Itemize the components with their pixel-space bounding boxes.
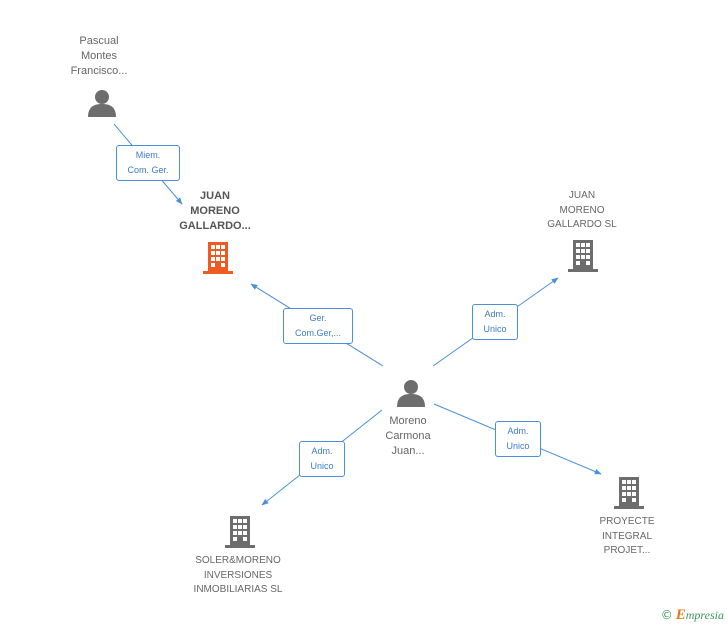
- person-icon[interactable]: [87, 89, 117, 117]
- edge-label-moreno-to-sl[interactable]: Adm. Unico: [472, 304, 518, 340]
- edge-label-line1: Adm.: [507, 426, 529, 436]
- node-label-line2: MORENO: [559, 204, 605, 216]
- edge-label-moreno-to-proyecte[interactable]: Adm. Unico: [495, 421, 541, 457]
- node-label-line1: JUAN: [200, 190, 230, 202]
- node-label-soler-moreno[interactable]: SOLER&MORENO INVERSIONES INMOBILIARIAS S…: [194, 554, 283, 598]
- empresia-logo[interactable]: ©Empresia: [661, 607, 724, 624]
- node-label-line2: Montes: [80, 50, 118, 62]
- node-label-line3: PROJET...: [603, 545, 651, 556]
- node-label-line1: Pascual: [79, 35, 119, 47]
- copyright-symbol: ©: [660, 608, 673, 622]
- node-label-line2: Carmona: [385, 430, 431, 442]
- node-label-pascual[interactable]: Pascual Montes Francisco...: [71, 34, 128, 79]
- node-label-line2: INTEGRAL: [601, 530, 653, 542]
- edge-label-line1: Miem.: [135, 150, 161, 160]
- node-label-line3: GALLARDO SL: [547, 219, 617, 230]
- person-icon[interactable]: [396, 379, 426, 407]
- edge-label-line1: Adm.: [311, 446, 333, 456]
- node-label-moreno-carmona[interactable]: Moreno Carmona Juan...: [385, 414, 430, 459]
- edge-label-pascual-to-focus[interactable]: Miem. Com. Ger.: [116, 145, 180, 181]
- node-label-line1: Moreno: [389, 415, 427, 427]
- building-icon[interactable]: [225, 516, 255, 548]
- edge-label-line2: Unico: [506, 441, 530, 451]
- edge-label-line1: Adm.: [484, 309, 506, 319]
- edge-label-line2: Unico: [310, 461, 334, 471]
- node-label-line2: INVERSIONES: [203, 569, 273, 581]
- edge-label-line2: Com.Ger,...: [294, 328, 341, 338]
- node-label-line1: JUAN: [568, 190, 596, 201]
- brand-rest: mpresia: [685, 608, 724, 622]
- node-label-line3: GALLARDO...: [179, 220, 251, 232]
- edge-label-moreno-to-soler[interactable]: Adm. Unico: [299, 441, 345, 477]
- node-label-line1: PROYECTE: [599, 516, 655, 527]
- building-icon[interactable]: [614, 477, 644, 509]
- node-label-juan-moreno-gallardo-sl[interactable]: JUAN MORENO GALLARDO SL: [547, 189, 616, 233]
- edge-label-line1: Ger.: [309, 313, 327, 323]
- node-label-proyecte-integral[interactable]: PROYECTE INTEGRAL PROJET...: [599, 515, 654, 559]
- edge-label-line2: Unico: [483, 324, 507, 334]
- building-icon[interactable]: [568, 240, 598, 272]
- node-label-line3: Francisco...: [70, 65, 128, 77]
- node-label-focus-company[interactable]: JUAN MORENO GALLARDO...: [179, 189, 251, 234]
- brand-initial: E: [675, 607, 686, 623]
- node-label-line3: Juan...: [391, 445, 425, 457]
- node-label-line1: SOLER&MORENO: [195, 555, 281, 566]
- edge-label-moreno-to-focus[interactable]: Ger. Com.Ger,...: [283, 308, 353, 344]
- node-label-line3: INMOBILIARIAS SL: [193, 584, 283, 595]
- building-icon[interactable]: [203, 242, 233, 274]
- node-label-line2: MORENO: [190, 205, 240, 217]
- edge-label-line2: Com. Ger.: [127, 165, 169, 175]
